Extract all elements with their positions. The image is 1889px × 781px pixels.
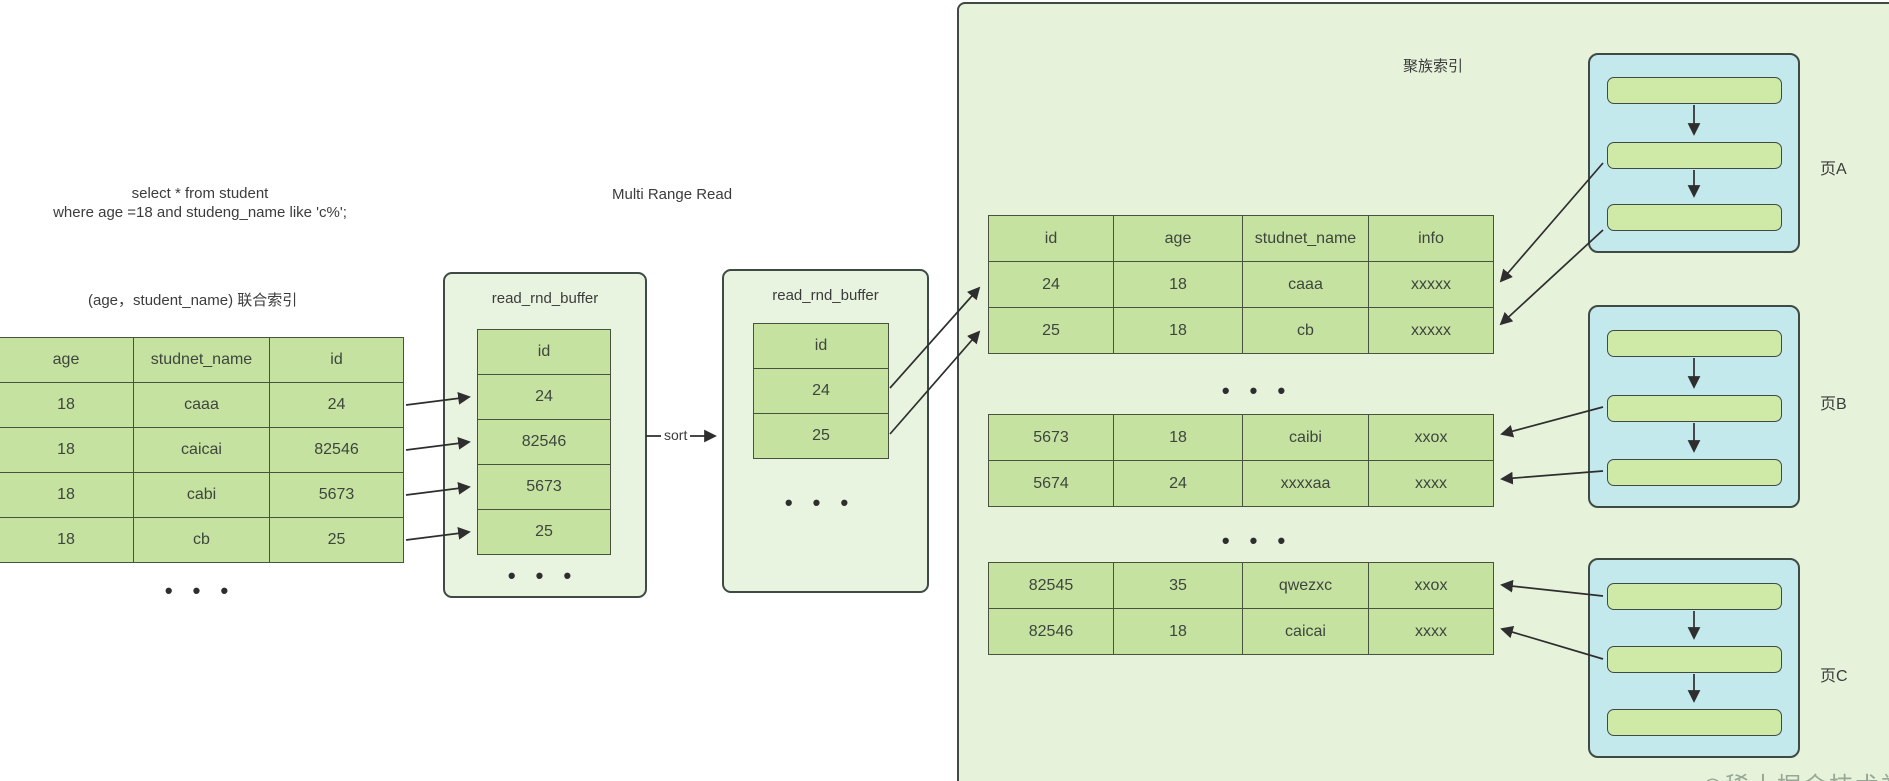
clustered-table-3: 82545 35 qwezxc xxox 82546 18 caicai xxx… — [988, 562, 1494, 655]
table-header-row: id age studnet_name info — [988, 215, 1494, 262]
cell: 5674 — [988, 460, 1114, 507]
cell: 18 — [0, 517, 134, 563]
col-header-id: id — [269, 337, 404, 383]
buffer-cell: 24 — [477, 374, 611, 420]
cell: caicai — [1242, 608, 1369, 655]
table-row: 18 caicai 82546 — [0, 427, 404, 473]
page-c-label: 页C — [1820, 668, 1848, 685]
cell: 82546 — [988, 608, 1114, 655]
ellipsis-cluster-1: • • • — [1221, 378, 1293, 403]
buffer-2-table: id 24 25 — [753, 323, 889, 459]
col-header-age: age — [0, 337, 134, 383]
table-row: 24 18 caaa xxxxx — [988, 261, 1494, 308]
page-a-record-3 — [1607, 204, 1782, 231]
page-c-record-3 — [1607, 709, 1782, 736]
cell: 5673 — [269, 472, 404, 518]
cell: cb — [133, 517, 270, 563]
cell: xxxxx — [1368, 307, 1494, 354]
cell: caaa — [133, 382, 270, 428]
page-b-label: 页B — [1820, 396, 1847, 413]
col-header-studnet-name: studnet_name — [133, 337, 270, 383]
cell: 18 — [0, 382, 134, 428]
clustered-index-label: 聚族索引 — [1403, 58, 1464, 75]
cell: caibi — [1242, 414, 1369, 461]
page-b-record-3 — [1607, 459, 1782, 486]
buffer-cell: 82546 — [477, 419, 611, 465]
cell: 82545 — [988, 562, 1114, 609]
ellipsis-buffer-1: • • • — [507, 563, 579, 588]
page-c-box — [1588, 558, 1800, 758]
sort-label: sort — [661, 427, 691, 443]
buffer-cell: 25 — [753, 413, 889, 459]
page-b-box — [1588, 305, 1800, 508]
cell: cb — [1242, 307, 1369, 354]
buffer-2-title: read_rnd_buffer — [772, 287, 879, 304]
buffer-cell: id — [477, 329, 611, 375]
buffer-cell: 5673 — [477, 464, 611, 510]
composite-index-label: (age，student_name) 联合索引 — [88, 292, 298, 309]
page-a-box — [1588, 53, 1800, 253]
buffer-cell: 24 — [753, 368, 889, 414]
cell: xxox — [1368, 414, 1494, 461]
col-header-info: info — [1368, 215, 1494, 262]
cell: 18 — [0, 472, 134, 518]
watermark-text: ◎稀土掘金技术社区 — [1702, 766, 1889, 781]
cell: 18 — [1113, 414, 1243, 461]
ellipsis-cluster-2: • • • — [1221, 528, 1293, 553]
sql-query: select * from student where age =18 and … — [40, 184, 360, 222]
clustered-table-1: id age studnet_name info 24 18 caaa xxxx… — [988, 215, 1494, 354]
col-header-id: id — [988, 215, 1114, 262]
col-header-studnet-name: studnet_name — [1242, 215, 1369, 262]
col-header-age: age — [1113, 215, 1243, 262]
clustered-table-2: 5673 18 caibi xxox 5674 24 xxxxaa xxxx — [988, 414, 1494, 507]
cell: xxxxx — [1368, 261, 1494, 308]
cell: qwezxc — [1242, 562, 1369, 609]
page-c-record-1 — [1607, 583, 1782, 610]
page-b-record-1 — [1607, 330, 1782, 357]
cell: xxxxaa — [1242, 460, 1369, 507]
buffer-cell: 25 — [477, 509, 611, 555]
cell: caaa — [1242, 261, 1369, 308]
table-row: 18 caaa 24 — [0, 382, 404, 428]
page-b-record-2 — [1607, 395, 1782, 422]
ellipsis-buffer-2: • • • — [784, 490, 856, 515]
table-row: 18 cb 25 — [0, 517, 404, 563]
table-row: 18 cabi 5673 — [0, 472, 404, 518]
sql-line-1: select * from student — [131, 185, 269, 202]
cell: 35 — [1113, 562, 1243, 609]
buffer-1-title: read_rnd_buffer — [491, 290, 599, 307]
page-a-record-2 — [1607, 142, 1782, 169]
cell: 18 — [1113, 608, 1243, 655]
table-row: 25 18 cb xxxxx — [988, 307, 1494, 354]
cell: 25 — [988, 307, 1114, 354]
table-row: 5674 24 xxxxaa xxxx — [988, 460, 1494, 507]
cell: xxxx — [1368, 460, 1494, 507]
sql-line-2: where age =18 and studeng_name like 'c%'… — [53, 204, 347, 221]
page-a-record-1 — [1607, 77, 1782, 104]
cell: 5673 — [988, 414, 1114, 461]
cell: cabi — [133, 472, 270, 518]
mrr-label: Multi Range Read — [612, 186, 733, 203]
cell: 18 — [1113, 261, 1243, 308]
cell: xxxx — [1368, 608, 1494, 655]
cell: 24 — [269, 382, 404, 428]
page-c-record-2 — [1607, 646, 1782, 673]
table-row: 82546 18 caicai xxxx — [988, 608, 1494, 655]
cell: 18 — [0, 427, 134, 473]
buffer-1-table: id 24 82546 5673 25 — [477, 329, 611, 555]
cell: xxox — [1368, 562, 1494, 609]
cell: 25 — [269, 517, 404, 563]
table-header-row: age studnet_name id — [0, 337, 404, 383]
cell: caicai — [133, 427, 270, 473]
page-a-label: 页A — [1820, 161, 1847, 178]
table-row: 5673 18 caibi xxox — [988, 414, 1494, 461]
composite-index-table: age studnet_name id 18 caaa 24 18 caicai… — [0, 337, 404, 563]
cell: 18 — [1113, 307, 1243, 354]
cell: 24 — [988, 261, 1114, 308]
table-row: 82545 35 qwezxc xxox — [988, 562, 1494, 609]
cell: 24 — [1113, 460, 1243, 507]
cell: 82546 — [269, 427, 404, 473]
buffer-cell: id — [753, 323, 889, 369]
ellipsis-left-table: • • • — [164, 578, 236, 603]
